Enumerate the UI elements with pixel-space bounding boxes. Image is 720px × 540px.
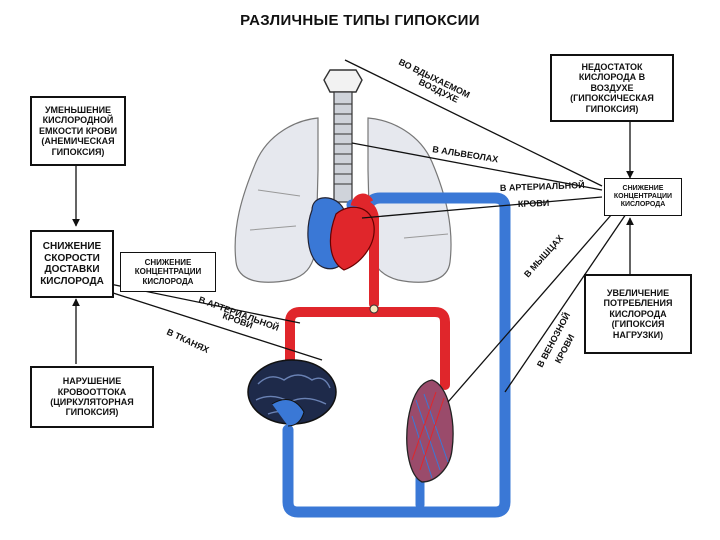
label-muscles: В МЫШЦАХ [522, 233, 565, 279]
box-load-hypoxia: УВЕЛИЧЕНИЕ ПОТРЕБЛЕНИЯ КИСЛОРОДА (ГИПОКС… [584, 274, 692, 354]
box-anemic-hypoxia: УМЕНЬШЕНИЕ КИСЛОРОДНОЙ ЕМКОСТИ КРОВИ (АН… [30, 96, 126, 166]
label-alveoli: В АЛЬВЕОЛАХ [432, 144, 499, 164]
box-circulatory-hypoxia: НАРУШЕНИЕ КРОВООТТОКА (ЦИРКУЛЯТОРНАЯ ГИП… [30, 366, 154, 428]
heart [307, 193, 375, 271]
box-hypoxic-hypoxia: НЕДОСТАТОК КИСЛОРОДА В ВОЗДУХЕ (ГИПОКСИЧ… [550, 54, 674, 122]
vessel-junction [369, 304, 379, 314]
box-concentration-right: СНИЖЕНИЕ КОНЦЕНТРАЦИИ КИСЛОРОДА [604, 178, 682, 216]
box-delivery-rate-text: СНИЖЕНИЕ СКОРОСТИ ДОСТАВКИ КИСЛОРОДА [40, 241, 104, 287]
box-hypoxic-hypoxia-text: НЕДОСТАТОК КИСЛОРОДА В ВОЗДУХЕ (ГИПОКСИЧ… [570, 62, 654, 114]
box-load-hypoxia-text: УВЕЛИЧЕНИЕ ПОТРЕБЛЕНИЯ КИСЛОРОДА (ГИПОКС… [603, 288, 673, 340]
box-concentration-left-text: СНИЖЕНИЕ КОНЦЕНТРАЦИИ КИСЛОРОДА [134, 258, 202, 286]
muscle [406, 379, 454, 483]
box-circulatory-hypoxia-text: НАРУШЕНИЕ КРОВООТТОКА (ЦИРКУЛЯТОРНАЯ ГИП… [50, 376, 134, 418]
label-tissues: В ТКАНЯХ [165, 327, 210, 355]
left-lung [234, 117, 319, 283]
label-arterial-right-2: КРОВИ [518, 198, 550, 209]
page-title: РАЗЛИЧНЫЕ ТИПЫ ГИПОКСИИ [240, 12, 480, 29]
brain [247, 359, 337, 427]
trachea [323, 69, 363, 203]
box-concentration-left: СНИЖЕНИЕ КОНЦЕНТРАЦИИ КИСЛОРОДА [120, 252, 216, 292]
label-arterial-right-1: В АРТЕРИАЛЬНОЙ [500, 179, 585, 193]
box-delivery-rate: СНИЖЕНИЕ СКОРОСТИ ДОСТАВКИ КИСЛОРОДА [30, 230, 114, 298]
label-arterial-left-1: В АРТЕРИАЛЬНОЙ [197, 294, 280, 333]
box-anemic-hypoxia-text: УМЕНЬШЕНИЕ КИСЛОРОДНОЙ ЕМКОСТИ КРОВИ (АН… [38, 105, 118, 157]
arterial-vessels [285, 200, 450, 390]
box-concentration-right-text: СНИЖЕНИЕ КОНЦЕНТРАЦИИ КИСЛОРОДА [613, 184, 673, 209]
